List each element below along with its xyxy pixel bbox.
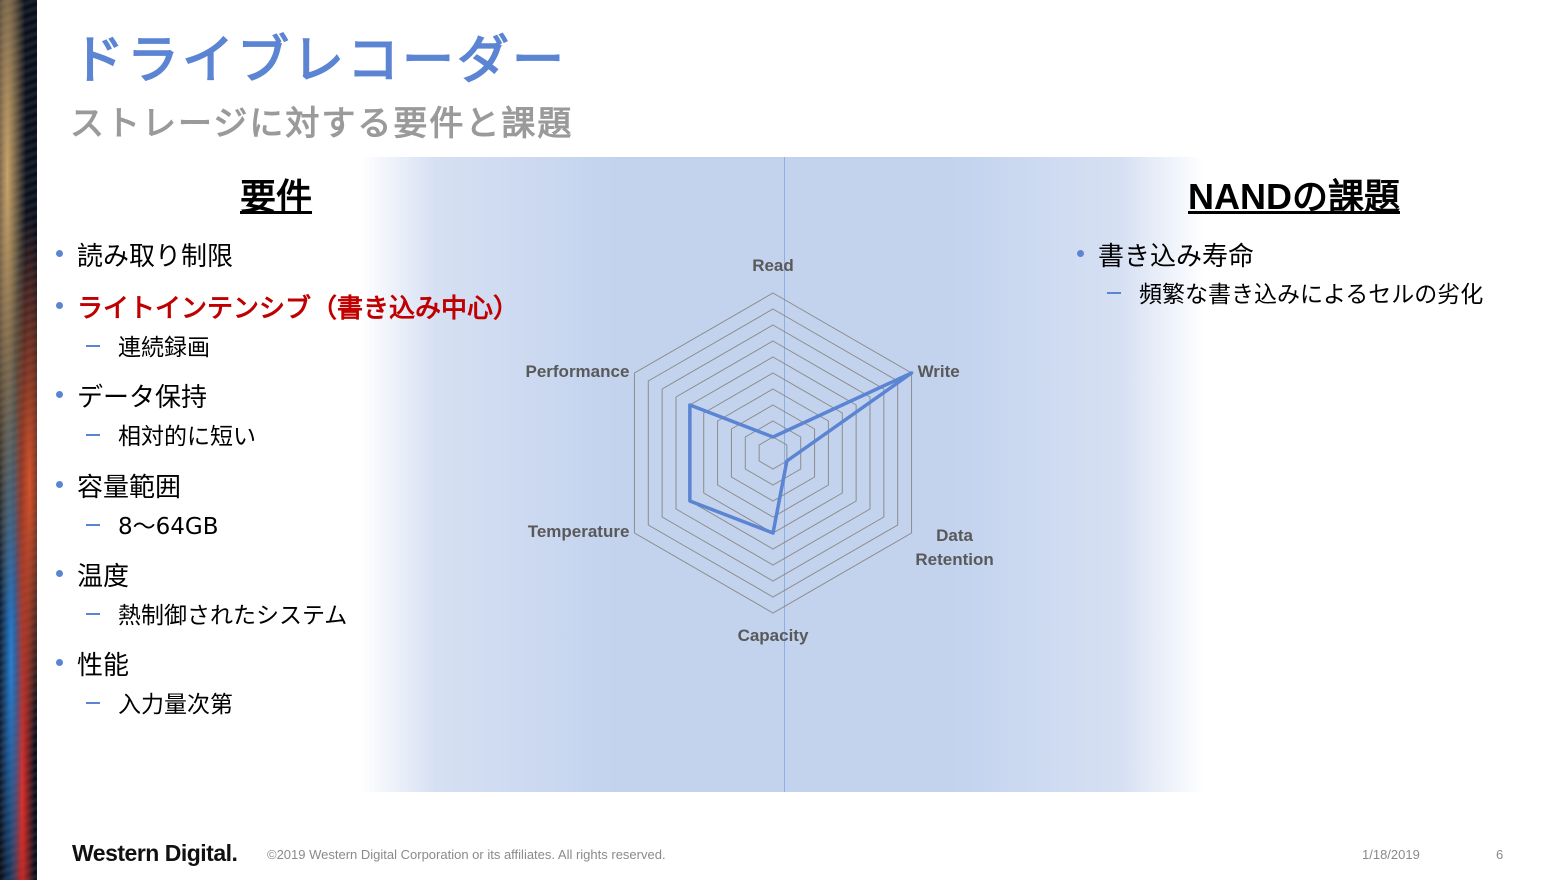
requirement-detail: 熱制御されたシステム — [86, 596, 347, 630]
page-number: 6 — [1496, 847, 1504, 862]
nand-challenge-label: 書き込み寿命 — [1098, 242, 1255, 272]
requirement-label: 読み取り制限 — [77, 242, 234, 272]
nand-challenge-detail: 頻繁な書き込みによるセルの劣化 — [1107, 275, 1483, 309]
requirement-label: ライトインテンシブ（書き込み中心） — [77, 294, 520, 324]
requirement-label: 温度 — [77, 562, 130, 592]
nand-challenge-item: 書き込み寿命 — [1077, 236, 1254, 273]
bullet-dot-icon — [56, 302, 63, 309]
footer-copyright: ©2019 Western Digital Corporation or its… — [267, 847, 666, 862]
bullet-dot-icon — [1077, 250, 1084, 257]
nand-challenges-heading: NANDの課題 — [1188, 176, 1400, 217]
requirement-item: 性能 — [56, 645, 129, 682]
requirement-detail-text: 連続録画 — [118, 335, 210, 361]
radar-grid-ring — [675, 340, 871, 566]
requirement-item: ライトインテンシブ（書き込み中心） — [56, 288, 519, 325]
dash-icon — [86, 433, 100, 436]
radar-axis-label: Temperature — [528, 522, 630, 541]
requirement-label: 容量範囲 — [77, 473, 182, 503]
requirement-detail: 8～64GB — [86, 507, 219, 541]
radar-axis-label: Write — [918, 362, 960, 381]
requirement-item: 読み取り制限 — [56, 236, 233, 273]
western-digital-logo: Western Digital. — [72, 840, 238, 866]
bullet-dot-icon — [56, 481, 63, 488]
requirement-item: データ保持 — [56, 377, 207, 414]
radar-grid-ring — [661, 324, 885, 582]
bullet-dot-icon — [56, 659, 63, 666]
radar-grid-ring — [689, 356, 857, 550]
radar-axis-label: Performance — [525, 362, 629, 381]
footer-date: 1/18/2019 — [1362, 847, 1420, 862]
dash-icon — [86, 701, 100, 704]
requirement-detail-text: 入力量次第 — [118, 692, 233, 718]
requirement-label: 性能 — [77, 651, 130, 681]
bullet-dot-icon — [56, 250, 63, 257]
requirement-label: データ保持 — [77, 383, 208, 413]
decorative-side-art — [0, 0, 37, 880]
bullet-dot-icon — [56, 570, 63, 577]
nand-challenge-detail-text: 頻繁な書き込みによるセルの劣化 — [1139, 282, 1484, 308]
slide-subtitle: ストレージに対する要件と課題 — [70, 104, 574, 144]
requirement-detail-text: 相対的に短い — [118, 424, 256, 450]
radar-grid-ring — [758, 436, 788, 470]
radar-grid-ring — [730, 404, 816, 502]
radar-grid-ring — [717, 388, 829, 518]
requirement-detail: 連続録画 — [86, 328, 210, 362]
slide-title: ドライブレコーダー — [72, 31, 568, 91]
radar-grid-ring — [647, 308, 899, 598]
requirements-heading: 要件 — [240, 177, 313, 218]
radar-grid-ring — [703, 372, 843, 534]
dash-icon — [86, 612, 100, 615]
radar-axis-label: Read — [752, 256, 794, 275]
radar-series-line — [688, 371, 914, 535]
dash-icon — [86, 344, 100, 347]
radar-axis-label: Capacity — [738, 626, 809, 645]
requirement-detail-text: 熱制御されたシステム — [118, 603, 348, 629]
radar-grid-ring — [744, 420, 802, 486]
dash-icon — [1107, 291, 1121, 294]
requirement-detail-text: 8～64GB — [118, 514, 219, 540]
bullet-dot-icon — [56, 391, 63, 398]
requirement-detail: 入力量次第 — [86, 685, 233, 719]
requirement-item: 容量範囲 — [56, 467, 181, 504]
dash-icon — [86, 523, 100, 526]
requirement-item: 温度 — [56, 556, 129, 593]
requirement-detail: 相対的に短い — [86, 417, 256, 451]
